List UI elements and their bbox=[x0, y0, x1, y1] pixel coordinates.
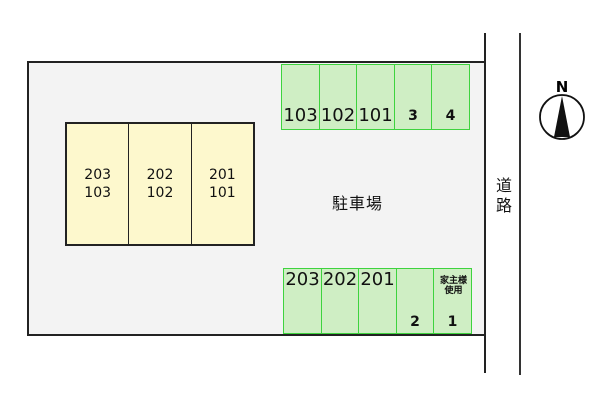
building: 203 103 202 102 201 101 bbox=[65, 122, 255, 246]
road-label: 道 路 bbox=[494, 176, 514, 216]
parking-space-label: 101 bbox=[358, 105, 393, 126]
parking-space: 101 bbox=[356, 64, 395, 130]
parking-area-label: 駐車場 bbox=[332, 194, 384, 213]
unit-lower-number: 101 bbox=[208, 185, 236, 201]
building-unit: 202 102 bbox=[129, 124, 192, 244]
parking-space: 102 bbox=[318, 64, 358, 130]
parking-space-label: 103 bbox=[283, 105, 318, 126]
unit-lower-number: 103 bbox=[84, 185, 112, 201]
parking-space-label: 3 bbox=[408, 108, 418, 124]
parking-space-label: 201 bbox=[360, 269, 395, 290]
unit-upper-number: 202 bbox=[146, 167, 174, 183]
parking-space-number: 2 bbox=[410, 314, 420, 330]
parking-space: 4 bbox=[431, 64, 470, 130]
building-unit: 201 101 bbox=[192, 124, 253, 244]
unit-upper-number: 201 bbox=[208, 167, 236, 183]
parking-space-label: 203 bbox=[285, 269, 320, 290]
building-unit: 203 103 bbox=[67, 124, 130, 244]
unit-upper-number: 203 bbox=[84, 167, 112, 183]
owner-use-note-line2: 使用 bbox=[444, 286, 463, 296]
parking-space-label: 202 bbox=[322, 269, 358, 290]
north-compass-icon: N bbox=[537, 80, 587, 150]
owner-use-note: 家主様使用 bbox=[436, 276, 471, 296]
road-label-char: 路 bbox=[495, 196, 512, 215]
parking-space: 103 bbox=[281, 64, 320, 130]
compass-arrow-icon bbox=[539, 94, 585, 140]
compass-north-label: N bbox=[555, 78, 569, 96]
parking-space-number: 1 bbox=[447, 314, 458, 330]
parking-space: 201 bbox=[358, 268, 397, 334]
parking-space: 2 bbox=[395, 268, 435, 334]
parking-space: 3 bbox=[393, 64, 433, 130]
parking-space: 202 bbox=[320, 268, 360, 334]
parking-space: 203 bbox=[283, 268, 322, 334]
owner-use-note-line1: 家主様 bbox=[439, 276, 467, 286]
parking-space-label: 4 bbox=[445, 108, 456, 124]
property-boundary-line bbox=[484, 33, 486, 373]
road-edge-line bbox=[519, 33, 521, 375]
parking-row-top: 103 102 101 3 4 bbox=[281, 64, 470, 130]
parking-space-owner: 家主様使用 1 bbox=[433, 268, 472, 334]
parking-row-bottom: 203 202 201 2 家主様使用 1 bbox=[283, 268, 472, 334]
road-label-char: 道 bbox=[495, 176, 512, 195]
parking-space-label: 102 bbox=[320, 105, 356, 126]
unit-lower-number: 102 bbox=[146, 185, 174, 201]
